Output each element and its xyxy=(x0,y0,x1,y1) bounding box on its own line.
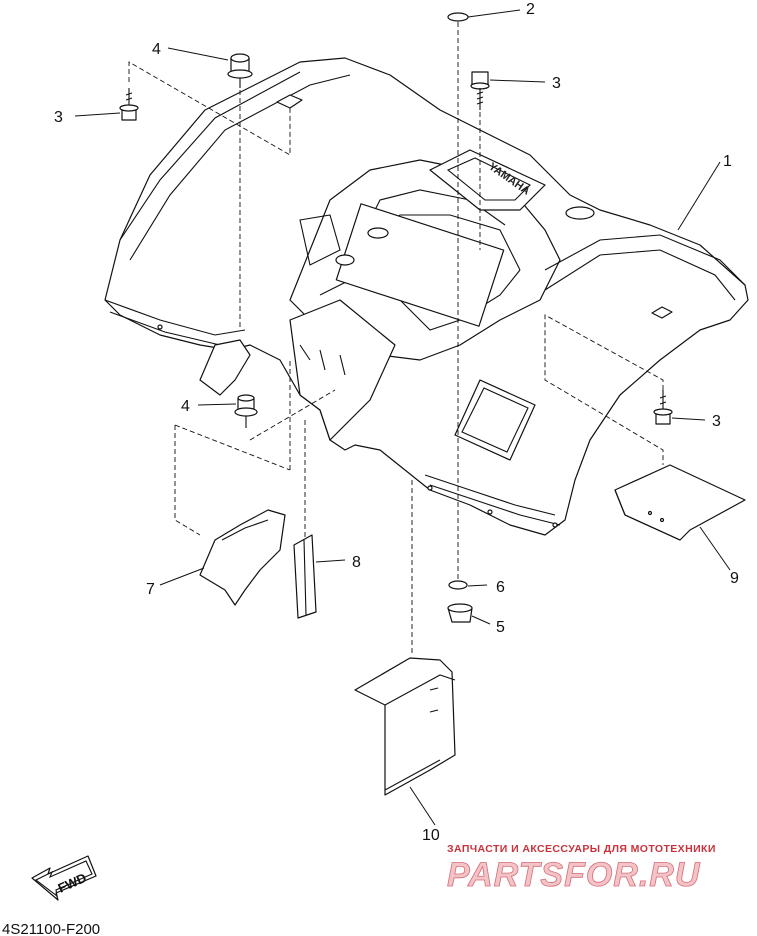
mudflap-part-10 xyxy=(354,657,456,796)
watermark-tagline: ЗАПЧАСТИ И АКСЕССУАРЫ ДЛЯ МОТОТЕХНИКИ xyxy=(447,843,716,855)
screw-part-3-right xyxy=(653,390,673,425)
nut-part-5 xyxy=(447,603,473,623)
leader-lines xyxy=(74,9,731,826)
fwd-arrow: FWD xyxy=(31,855,97,901)
callout-numbers: 4 2 3 3 1 4 3 5 6 7 8 9 10 xyxy=(54,1,739,844)
callout-3-left: 3 xyxy=(54,109,63,126)
callout-6: 6 xyxy=(496,579,505,596)
callout-4-lower: 4 xyxy=(181,398,190,415)
callout-10: 10 xyxy=(422,827,440,844)
callout-2: 2 xyxy=(526,1,535,18)
watermark: ЗАПЧАСТИ И АКСЕССУАРЫ ДЛЯ МОТОТЕХНИКИ PA… xyxy=(447,843,716,894)
clip-part-6 xyxy=(448,580,468,590)
callout-7: 7 xyxy=(146,581,155,598)
bolt-part-4-lower xyxy=(234,394,258,428)
callout-3-right: 3 xyxy=(712,413,721,430)
callout-8: 8 xyxy=(352,554,361,571)
assembly-lines xyxy=(128,22,664,655)
guard-part-9 xyxy=(614,464,746,541)
screw-part-3-left xyxy=(119,88,139,121)
callout-5: 5 xyxy=(496,619,505,636)
screw-part-3-top xyxy=(470,71,490,110)
callout-4-top: 4 xyxy=(152,41,161,58)
callout-1: 1 xyxy=(723,153,732,170)
flap-part-8 xyxy=(293,534,317,619)
cap-part-2 xyxy=(447,12,469,22)
diagram-code: 4S21100-F200 xyxy=(2,921,100,936)
callout-9: 9 xyxy=(730,570,739,587)
rear-fender-part-1: YAMAHA xyxy=(104,57,749,536)
callout-3-top: 3 xyxy=(552,75,561,92)
bolt-part-4-top xyxy=(227,53,253,88)
flap-part-7 xyxy=(199,509,286,606)
watermark-site: PARTSFOR.RU xyxy=(447,856,701,894)
